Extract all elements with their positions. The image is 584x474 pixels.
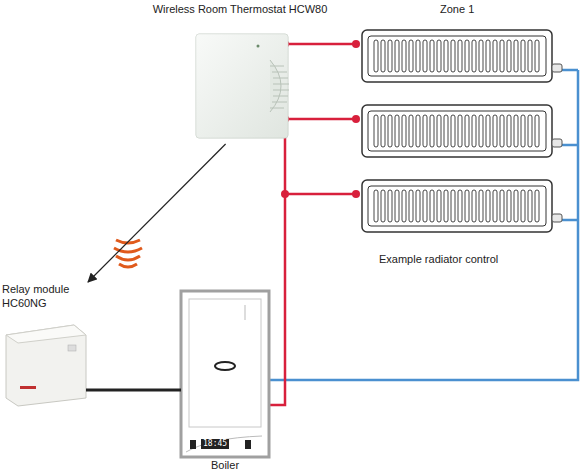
control-cable — [86, 389, 181, 392]
thermostat-unit — [196, 34, 289, 138]
wireless-symbol — [114, 240, 142, 267]
relay-module — [6, 325, 86, 406]
radiator — [362, 180, 562, 232]
boiler-unit — [181, 291, 269, 457]
caption-label: Example radiator control — [379, 252, 498, 266]
display-readout: 18:45 — [201, 439, 229, 449]
device-node: Relay module HC60NG — [2, 282, 94, 404]
radiators — [362, 30, 562, 232]
device-label: Wireless Room Thermostat HCW80 — [150, 2, 330, 16]
device-label: Boiler — [178, 458, 272, 472]
return-pipe — [270, 70, 578, 380]
radiator — [362, 105, 562, 157]
wireless-link — [88, 144, 226, 282]
caption-label: Zone 1 — [440, 2, 474, 16]
radiator — [362, 30, 562, 82]
device-node: Wireless Room Thermostat HCW80 — [150, 2, 330, 140]
pipe-joints — [281, 40, 360, 198]
device-label: Relay module HC60NG — [2, 282, 94, 310]
